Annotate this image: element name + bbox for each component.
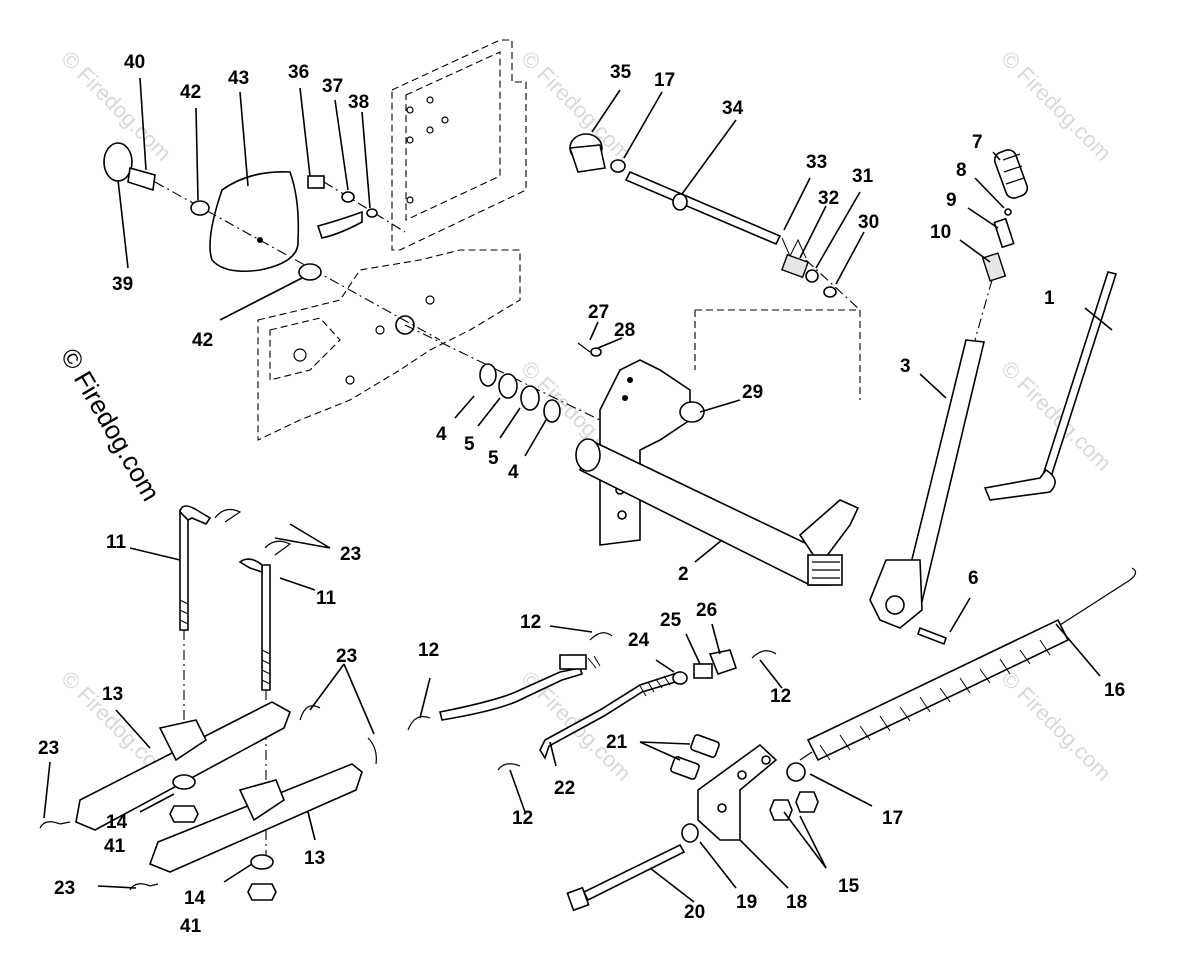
- callout-9: 9: [946, 190, 957, 211]
- callout-22: 22: [554, 778, 575, 799]
- callout-43: 43: [228, 68, 249, 89]
- watermark: © Firedog.com: [996, 666, 1116, 786]
- callout-32: 32: [818, 188, 839, 209]
- callout-15: 15: [838, 876, 860, 897]
- callout-38: 38: [348, 92, 369, 113]
- callout-23b: 23: [336, 646, 357, 667]
- callout-42b: 42: [192, 330, 213, 351]
- callout-3: 3: [900, 356, 911, 377]
- small-bolt-set: [307, 175, 406, 239]
- knob-assembly: [103, 142, 441, 341]
- callout-40: 40: [124, 52, 145, 73]
- callout-39: 39: [112, 274, 133, 295]
- small-pin: [577, 342, 602, 357]
- callout-7: 7: [972, 132, 983, 153]
- callout-13a: 13: [102, 684, 123, 705]
- watermark: © Firedog.com: [996, 46, 1116, 166]
- callout-35: 35: [610, 62, 632, 83]
- callout-13b: 13: [304, 848, 325, 869]
- callout-12a: 12: [520, 612, 541, 633]
- callout-12b: 12: [418, 640, 439, 661]
- control-linkage: [407, 632, 777, 771]
- callout-1: 1: [1044, 288, 1055, 309]
- callout-14a: 14: [106, 812, 128, 833]
- callout-4a: 4: [436, 424, 447, 445]
- callout-37: 37: [322, 76, 343, 97]
- callout-5b: 5: [488, 448, 499, 469]
- callout-2: 2: [678, 564, 689, 585]
- callout-6: 6: [968, 568, 979, 589]
- callout-26: 26: [696, 600, 717, 621]
- callout-19: 19: [736, 892, 757, 913]
- callout-41a: 41: [104, 836, 126, 857]
- callout-17a: 17: [654, 70, 675, 91]
- callout-24: 24: [628, 630, 650, 651]
- callout-23d: 23: [54, 878, 75, 899]
- callout-11b: 11: [316, 588, 337, 609]
- callout-42a: 42: [180, 82, 201, 103]
- frame-channel: [257, 249, 601, 441]
- callout-29: 29: [742, 382, 763, 403]
- leader-lines: [43, 77, 1113, 903]
- callout-labels: 1 2 3 4 4 5 5 6 7 8 9 10 11 11 12 12 12 …: [38, 52, 1125, 937]
- callout-33: 33: [806, 152, 827, 173]
- callout-18: 18: [786, 892, 807, 913]
- callout-16: 16: [1104, 680, 1125, 701]
- lift-rod: [983, 271, 1118, 501]
- callout-14b: 14: [184, 888, 206, 909]
- adjust-rod-assembly: [568, 133, 861, 311]
- callout-30: 30: [858, 212, 879, 233]
- callout-41b: 41: [180, 916, 202, 937]
- watermark-main: © Firedog.com: [55, 343, 166, 506]
- callout-23a: 23: [340, 544, 361, 565]
- ring-set: [479, 363, 561, 423]
- callout-36: 36: [288, 62, 309, 83]
- callout-11a: 11: [106, 532, 127, 553]
- lift-links: [75, 505, 363, 901]
- callout-12c: 12: [770, 686, 791, 707]
- callout-17b: 17: [882, 808, 903, 829]
- callout-10: 10: [930, 222, 951, 243]
- lift-shaft: [575, 359, 860, 586]
- callout-8: 8: [956, 160, 967, 181]
- frame-plate: [391, 39, 527, 251]
- knob-cover: [209, 171, 300, 273]
- callout-21: 21: [606, 732, 628, 753]
- lift-handle: [869, 149, 1029, 646]
- callout-28: 28: [614, 320, 635, 341]
- callout-27: 27: [588, 302, 609, 323]
- callout-31: 31: [852, 166, 874, 187]
- callout-34: 34: [722, 98, 744, 119]
- callout-5a: 5: [464, 434, 475, 455]
- large-spring: [799, 567, 1137, 762]
- callout-20: 20: [684, 902, 705, 923]
- callout-23c: 23: [38, 738, 59, 759]
- dashed-bracket: [694, 309, 861, 400]
- callout-25: 25: [660, 610, 682, 631]
- callout-12d: 12: [512, 808, 533, 829]
- callout-4b: 4: [508, 462, 519, 483]
